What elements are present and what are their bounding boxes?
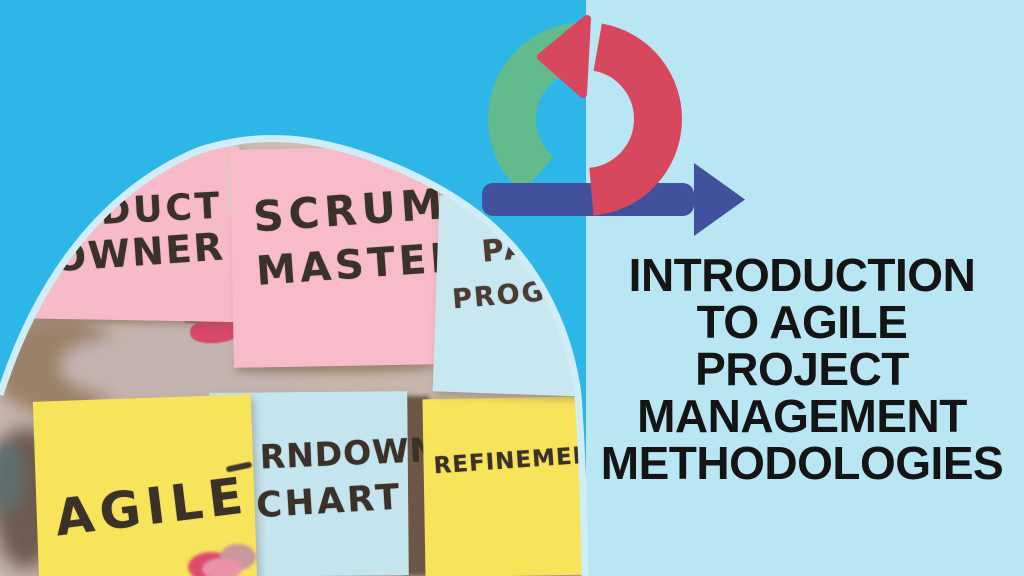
note-text: SCRUM bbox=[251, 179, 449, 242]
note-text: RNDOWN bbox=[258, 429, 439, 477]
title-line: METHODOLOGIES bbox=[600, 437, 1004, 489]
note-text: REFINEMEN bbox=[432, 442, 594, 480]
title-line: TO AGILE bbox=[696, 296, 908, 348]
sticky-note-scrum-master: SCRUM MASTER bbox=[230, 146, 442, 368]
note-text: AGILE bbox=[51, 466, 252, 548]
title-line: INTRODUCTION bbox=[628, 249, 976, 301]
title-line: MANAGEMENT bbox=[637, 390, 967, 442]
note-text: CHART bbox=[255, 477, 404, 527]
note-text: MASTER bbox=[254, 234, 467, 295]
title-line: PROJECT bbox=[695, 343, 909, 395]
pink-flower-blob bbox=[202, 558, 242, 576]
banner-title: INTRODUCTION TO AGILE PROJECT MANAGEMENT… bbox=[588, 252, 1016, 487]
sticky-note-refinement: REFINEMEN bbox=[422, 397, 585, 576]
